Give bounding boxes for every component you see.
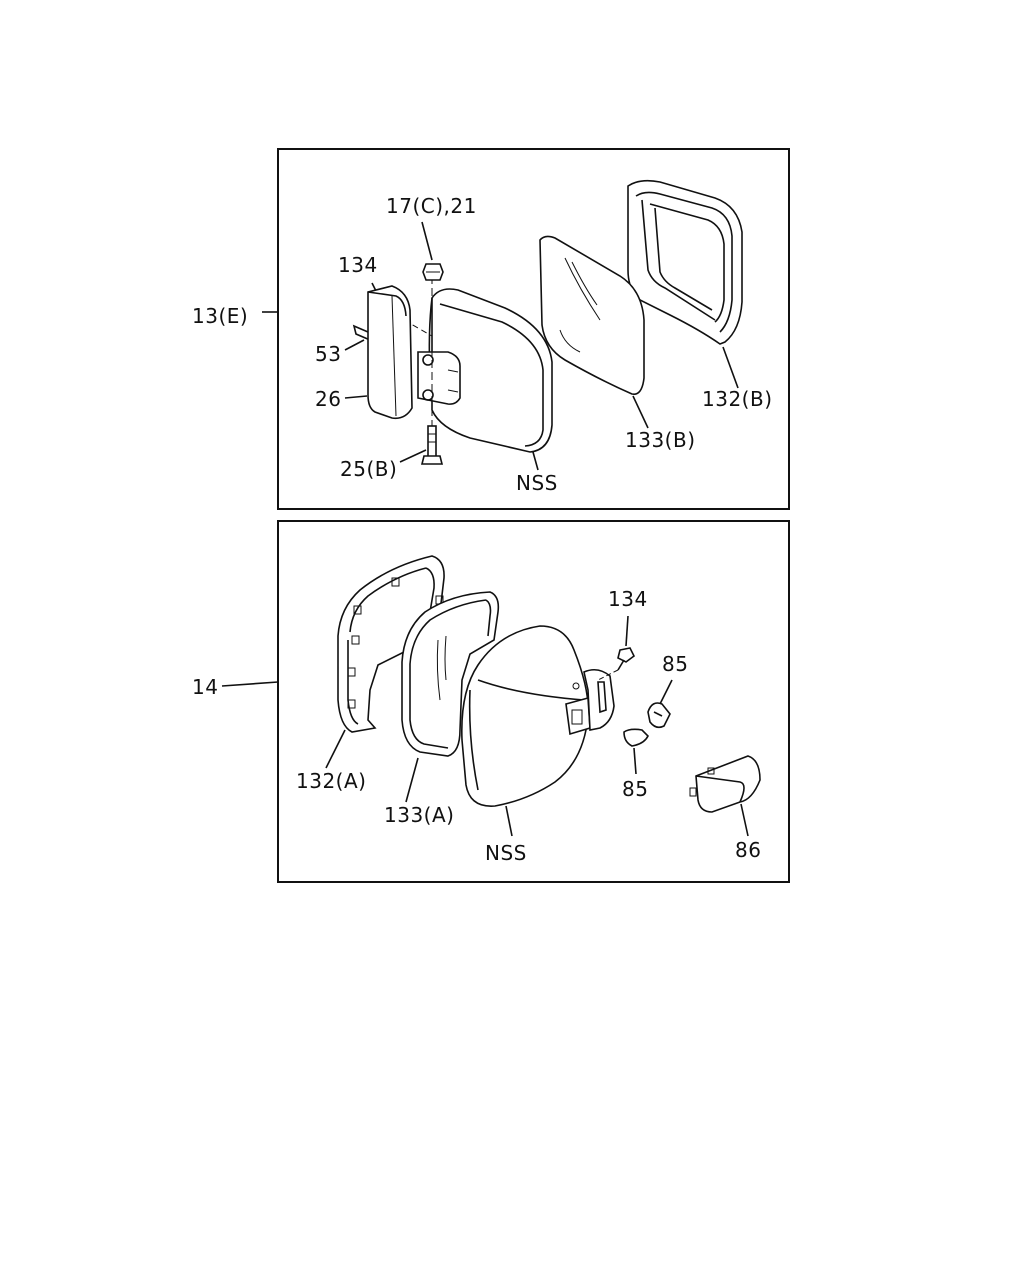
callout-133a: 133(A)	[384, 803, 454, 827]
leader-133b	[632, 395, 649, 429]
lamp-cover-26	[367, 285, 413, 420]
assembly-label-14: 14	[192, 675, 218, 699]
lamp-cover-86	[689, 755, 761, 813]
callout-86: 86	[735, 838, 761, 862]
leader-53	[344, 339, 365, 351]
callout-85-lower: 85	[622, 777, 648, 801]
mirror-glass-133a	[401, 591, 500, 757]
callout-53: 53	[315, 342, 341, 366]
callout-134-top: 134	[338, 253, 378, 277]
mirror-glass-133b	[539, 235, 645, 395]
leader-14	[221, 681, 279, 687]
leader-86	[740, 803, 749, 837]
top-panel-frame	[277, 148, 790, 510]
screw-134-bottom	[597, 647, 636, 681]
assembly-label-13e: 13(E)	[192, 304, 248, 328]
leader-nss-top	[532, 451, 539, 471]
callout-133b: 133(B)	[625, 428, 696, 452]
callout-17c-21: 17(C),21	[386, 194, 477, 218]
callout-nss-top: NSS	[516, 471, 558, 495]
callout-85-upper: 85	[662, 652, 688, 676]
clip-85-lower	[623, 728, 649, 747]
callout-132a: 132(A)	[296, 769, 366, 793]
pivot-bolt-25b	[420, 425, 444, 465]
clip-85-upper	[647, 702, 671, 729]
leader-nss-bottom	[505, 805, 513, 837]
leader-133a	[405, 757, 419, 803]
callout-132b: 132(B)	[702, 387, 773, 411]
leader-132a	[325, 729, 346, 769]
mirror-housing-nss-bottom	[461, 625, 615, 807]
leader-132b	[722, 346, 739, 389]
mirror-frame-132a	[337, 555, 445, 733]
callout-26: 26	[315, 387, 341, 411]
leader-85-upper	[659, 679, 673, 705]
callout-134-bottom: 134	[608, 587, 648, 611]
leader-25b	[399, 449, 427, 463]
leader-134-bottom	[625, 615, 629, 647]
leader-26	[344, 395, 368, 399]
bottom-panel-frame	[277, 520, 790, 883]
nut-17c-21	[422, 263, 444, 281]
mirror-frame-132b	[627, 179, 743, 345]
callout-nss-bottom: NSS	[485, 841, 527, 865]
callout-25b: 25(B)	[340, 457, 397, 481]
mirror-housing-nss-top	[417, 288, 553, 453]
leader-17c-21	[421, 221, 433, 261]
leader-85-lower	[633, 747, 637, 775]
